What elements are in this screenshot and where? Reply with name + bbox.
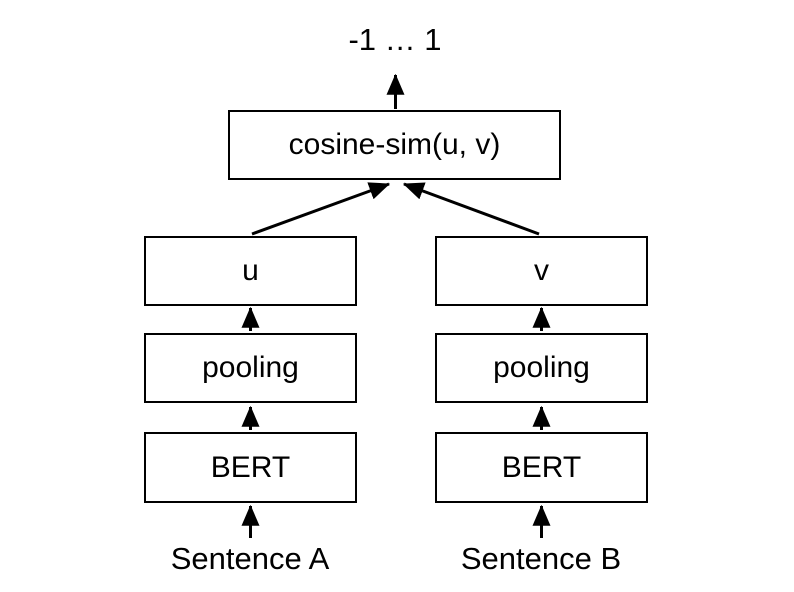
u-vector-box: u xyxy=(144,236,357,306)
output-range-label: -1 … 1 xyxy=(348,22,442,57)
arrow-u-to-cosine xyxy=(251,182,391,236)
pooling-box-right: pooling xyxy=(435,333,648,403)
bert-box-right: BERT xyxy=(435,432,648,503)
v-vector-box: v xyxy=(435,236,648,306)
sentence-a-label: Sentence A xyxy=(170,541,330,576)
cosine-sim-box: cosine-sim(u, v) xyxy=(228,110,561,180)
bert-box-left: BERT xyxy=(144,432,357,503)
arrow-v-to-cosine xyxy=(402,182,540,236)
pooling-box-left: pooling xyxy=(144,333,357,403)
sentence-b-label: Sentence B xyxy=(460,541,622,576)
